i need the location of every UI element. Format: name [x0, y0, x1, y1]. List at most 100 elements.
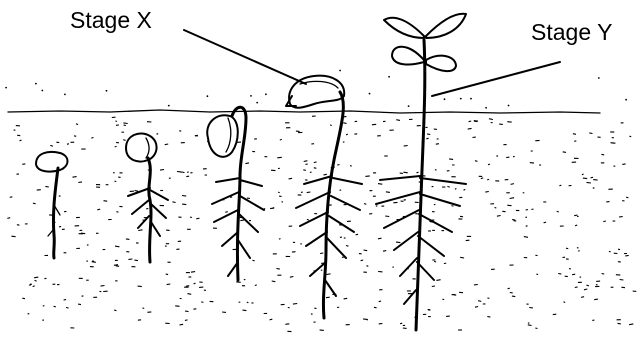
soil-speck [245, 163, 249, 164]
soil-speck [343, 142, 345, 143]
soil-speck [54, 306, 56, 307]
soil-speck [374, 307, 377, 308]
soil-speck [344, 298, 348, 299]
soil-speck [385, 216, 389, 217]
soil-speck [573, 134, 576, 135]
soil-speck [337, 307, 339, 308]
soil-speck [314, 162, 317, 163]
air-speck [168, 105, 170, 107]
soil-speck [7, 218, 10, 219]
soil-speck [73, 177, 77, 178]
soil-speck [320, 330, 324, 331]
soil-speck [66, 307, 69, 308]
soil-speck [187, 172, 189, 173]
soil-speck [434, 204, 436, 205]
soil-speck [272, 281, 276, 282]
soil-speck [593, 180, 597, 181]
soil-speck [327, 274, 331, 275]
soil-speck [194, 283, 196, 284]
soil-speck [165, 144, 169, 145]
air-speck [339, 70, 341, 72]
soil-speck [559, 185, 561, 186]
soil-speck [138, 286, 142, 287]
soil-speck [342, 257, 344, 258]
soil-speck [101, 286, 105, 287]
soil-speck [497, 216, 501, 217]
soil-speck [481, 178, 483, 179]
soil-speck [45, 186, 48, 187]
air-speck [265, 93, 267, 95]
soil-speck [356, 234, 359, 235]
cotyledon-right [426, 56, 456, 71]
soil-speck [279, 239, 281, 240]
soil-speck [564, 302, 566, 303]
air-speck [485, 107, 487, 109]
soil-speck [33, 203, 36, 204]
soil-speck [293, 304, 297, 305]
soil-speck [330, 125, 332, 126]
soil-speck [185, 311, 189, 312]
soil-speck [78, 182, 82, 183]
soil-speck [289, 178, 293, 179]
soil-speck [427, 134, 430, 135]
soil-speck [400, 323, 402, 324]
soil [5, 70, 636, 332]
soil-speck [116, 212, 118, 213]
soil-speck [190, 217, 192, 218]
air-speck [460, 98, 462, 100]
soil-speck [350, 166, 352, 167]
soil-speck [591, 177, 593, 178]
soil-speck [587, 182, 591, 183]
soil-speck [97, 209, 100, 210]
soil-speck [575, 225, 577, 226]
soil-speck [594, 299, 598, 300]
air-speck [408, 105, 410, 107]
soil-speck [487, 317, 490, 318]
soil-speck [175, 306, 179, 307]
soil-speck [142, 308, 144, 309]
seed [36, 152, 68, 172]
soil-speck [288, 307, 290, 308]
soil-speck [104, 201, 108, 202]
soil-speck [337, 165, 339, 166]
soil-speck [403, 172, 407, 173]
soil-speck [626, 197, 628, 198]
seed [126, 133, 157, 161]
soil-speck [474, 284, 478, 285]
soil-speck [544, 222, 547, 223]
soil-speck [475, 307, 478, 308]
soil-speck [584, 289, 587, 290]
soil-speck [270, 319, 273, 320]
soil-speck [191, 272, 195, 273]
soil-speck [378, 238, 382, 239]
stage-y-label: Stage Y [531, 19, 612, 45]
soil-speck [401, 201, 404, 202]
soil-speck [512, 296, 515, 297]
soil-speck [593, 188, 595, 189]
air-speck [5, 87, 7, 89]
air-speck [625, 99, 627, 101]
soil-speck [160, 170, 164, 171]
soil-speck [123, 123, 127, 124]
soil-speck [276, 269, 279, 270]
soil-speck [574, 141, 576, 142]
radicle [53, 168, 58, 258]
soil-speck [364, 250, 368, 251]
soil-speck [455, 189, 457, 190]
air-speck [256, 102, 258, 104]
soil-speck [255, 285, 257, 286]
soil-speck [432, 286, 435, 287]
soil-speck [589, 133, 592, 134]
soil-speck [188, 294, 192, 295]
soil-speck [11, 236, 15, 237]
soil-speck [378, 184, 382, 185]
soil-speck [531, 209, 533, 210]
soil-speck [346, 134, 348, 135]
soil-speck [508, 288, 510, 289]
soil-speck [478, 301, 481, 302]
soil-speck [166, 274, 168, 275]
hypocotyl [323, 92, 343, 318]
seedling-stage-y [376, 14, 466, 330]
soil-speck [489, 119, 493, 120]
air-speck [207, 95, 209, 97]
